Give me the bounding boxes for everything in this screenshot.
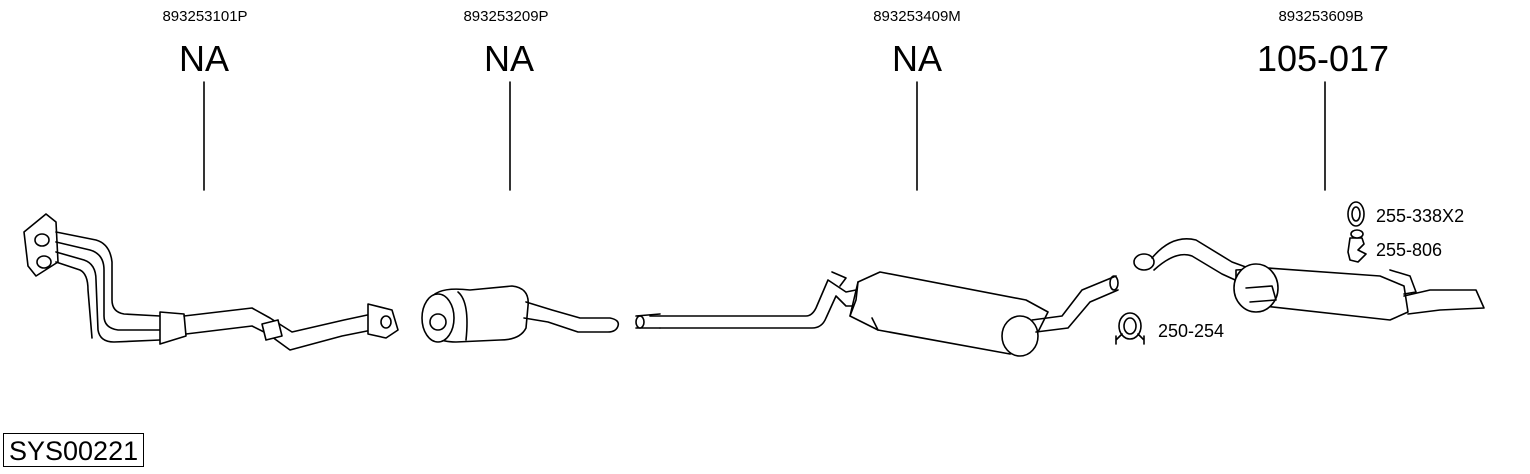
accessory-clamp-reference[interactable]: 250-254 [1158, 321, 1225, 341]
part-2-reference[interactable]: NA [483, 38, 535, 79]
centre-silencer-drawing[interactable] [635, 271, 1119, 357]
rear-silencer-drawing[interactable] [1133, 238, 1485, 321]
part-1-oem-number: 893253101P [162, 8, 248, 25]
system-code-box: SYS00221 [3, 433, 145, 467]
accessory-mount-reference[interactable]: 255-806 [1376, 240, 1443, 260]
part-3-oem-number: 893253409M [873, 8, 961, 25]
front-pipe-drawing[interactable] [23, 213, 399, 351]
rubber-ring-icon [1347, 201, 1365, 227]
part-4-oem-number: 893253609B [1278, 8, 1364, 25]
accessory-ring-reference[interactable]: 255-338X2 [1376, 206, 1465, 226]
part-2-oem-number: 893253209P [463, 8, 549, 25]
front-silencer-drawing[interactable] [421, 285, 620, 343]
rubber-mount-icon [1347, 229, 1367, 263]
part-3-reference[interactable]: NA [891, 38, 943, 79]
clamp-icon [1115, 312, 1145, 345]
part-4-reference[interactable]: 105-017 [1256, 38, 1390, 79]
part-1-reference[interactable]: NA [178, 38, 230, 79]
